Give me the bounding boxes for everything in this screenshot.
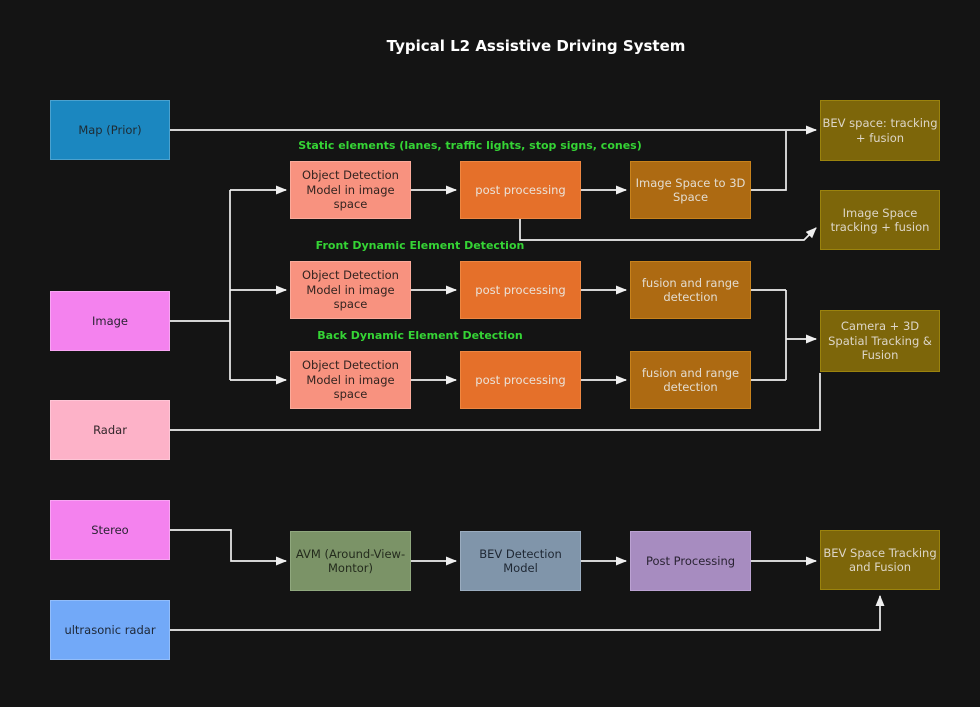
edge-img23d-merge bbox=[751, 131, 787, 191]
node-post-processing-front: post processing bbox=[460, 261, 581, 319]
node-post-processing-bev: Post Processing bbox=[630, 531, 751, 591]
node-object-detection-static: Object Detection Model in image space bbox=[290, 161, 411, 219]
node-camera-3d-tracking: Camera + 3D Spatial Tracking & Fusion bbox=[820, 310, 940, 372]
node-fusion-range-front: fusion and range detection bbox=[630, 261, 751, 319]
node-avm: AVM (Around-View-Montor) bbox=[290, 531, 411, 591]
node-radar: Radar bbox=[50, 400, 170, 460]
node-bev-detection-model: BEV Detection Model bbox=[460, 531, 581, 591]
section-label-static-elements: Static elements (lanes, traffic lights, … bbox=[298, 139, 642, 152]
section-label-back-dynamic: Back Dynamic Element Detection bbox=[317, 329, 523, 342]
node-object-detection-front: Object Detection Model in image space bbox=[290, 261, 411, 319]
diagram-title: Typical L2 Assistive Driving System bbox=[386, 37, 686, 55]
node-image-space-tracking: Image Space tracking + fusion bbox=[820, 190, 940, 250]
section-label-front-dynamic: Front Dynamic Element Detection bbox=[315, 239, 525, 252]
edge-ultrasonic-to-bevfusion bbox=[170, 595, 885, 631]
node-fusion-range-back: fusion and range detection bbox=[630, 351, 751, 409]
node-stereo: Stereo bbox=[50, 500, 170, 560]
node-post-processing-back: post processing bbox=[460, 351, 581, 409]
edge-stereo-to-avm bbox=[170, 529, 287, 566]
node-map-prior: Map (Prior) bbox=[50, 100, 170, 160]
node-object-detection-back: Object Detection Model in image space bbox=[290, 351, 411, 409]
node-image-space-to-3d: Image Space to 3D Space bbox=[630, 161, 751, 219]
node-image: Image bbox=[50, 291, 170, 351]
node-bev-space-fusion: BEV Space Tracking and Fusion bbox=[820, 530, 940, 590]
edge-ppstatic-to-image-space-tracking bbox=[519, 219, 817, 241]
node-post-processing-static: post processing bbox=[460, 161, 581, 219]
node-ultrasonic-radar: ultrasonic radar bbox=[50, 600, 170, 660]
node-bev-space-tracking: BEV space: tracking + fusion bbox=[820, 100, 940, 161]
edge-radar-to-camera bbox=[170, 373, 821, 431]
